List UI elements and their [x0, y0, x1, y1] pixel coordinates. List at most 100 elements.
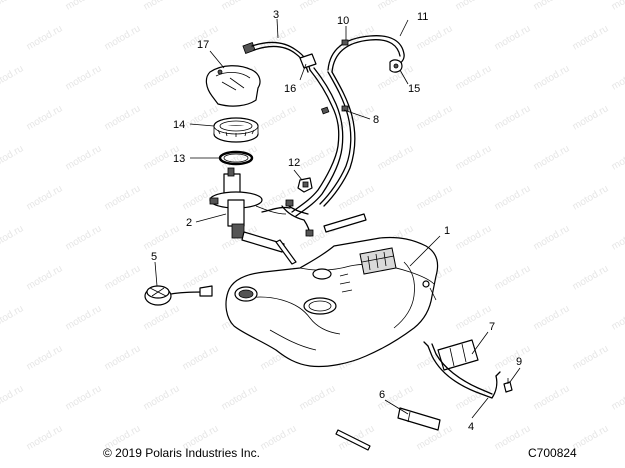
callout-9: 9	[516, 356, 522, 368]
callout-4: 4	[468, 421, 474, 433]
part-17-pump-cover	[205, 65, 261, 107]
callout-10: 10	[337, 15, 349, 27]
watermark-text: motod.ru	[103, 343, 143, 372]
watermark-text: motod.ru	[0, 63, 25, 92]
watermark-text: motod.ru	[532, 63, 572, 92]
watermark-text: motod.ru	[337, 183, 377, 212]
watermark-text: motod.ru	[220, 383, 260, 412]
figure-code: C700824	[528, 446, 577, 460]
watermark-text: motod.ru	[103, 183, 143, 212]
watermark-text: motod.ru	[376, 0, 416, 13]
watermark-text: motod.ru	[25, 23, 65, 52]
watermark-text: motod.ru	[493, 23, 533, 52]
watermark-text: motod.ru	[64, 303, 104, 332]
watermark-text: motod.ru	[493, 423, 533, 452]
part-4-strap	[423, 341, 501, 399]
watermark-text: motod.ru	[181, 343, 221, 372]
watermark-text: motod.ru	[610, 0, 625, 13]
watermark-text: motod.ru	[142, 63, 182, 92]
callout-17: 17	[197, 39, 209, 51]
callout-12: 12	[288, 157, 300, 169]
watermark-text: motod.ru	[0, 303, 25, 332]
watermark-text: motod.ru	[493, 183, 533, 212]
callout-8: 8	[373, 114, 379, 126]
watermark-text: motod.ru	[415, 23, 455, 52]
callout-14: 14	[173, 119, 185, 131]
watermark-text: motod.ru	[493, 103, 533, 132]
watermark-text: motod.ru	[142, 223, 182, 252]
watermark-text: motod.ru	[610, 223, 625, 252]
watermark-text: motod.ru	[64, 223, 104, 252]
copyright-text: © 2019 Polaris Industries Inc.	[103, 446, 260, 460]
watermark-text: motod.ru	[0, 143, 25, 172]
watermark-text: motod.ru	[571, 343, 611, 372]
watermark-text: motod.ru	[142, 303, 182, 332]
callout-6: 6	[379, 389, 385, 401]
watermark-text: motod.ru	[571, 23, 611, 52]
watermark-text: motod.ru	[493, 263, 533, 292]
watermark-text: motod.ru	[454, 383, 494, 412]
watermark-text: motod.ru	[571, 183, 611, 212]
watermark-text: motod.ru	[454, 223, 494, 252]
watermark-text: motod.ru	[0, 0, 25, 13]
watermark-text: motod.ru	[571, 103, 611, 132]
part-9-bolt	[503, 378, 513, 393]
callout-5: 5	[151, 251, 157, 263]
watermark-text: motod.ru	[298, 383, 338, 412]
part-15-clip	[389, 59, 403, 73]
watermark-text: motod.ru	[103, 103, 143, 132]
part-14-lock-ring	[213, 117, 259, 143]
tank-pads	[275, 213, 367, 265]
part-16-clamp	[299, 53, 317, 69]
watermark-text: motod.ru	[532, 0, 572, 13]
watermark-text: motod.ru	[64, 63, 104, 92]
watermark-text: motod.ru	[64, 143, 104, 172]
part-1-fuel-tank	[225, 236, 439, 368]
watermark-text: motod.ru	[454, 303, 494, 332]
part-12-connector-clip	[297, 177, 313, 193]
callout-16: 16	[284, 83, 296, 95]
watermark-text: motod.ru	[610, 383, 625, 412]
callout-15: 15	[408, 83, 420, 95]
watermark-text: motod.ru	[415, 103, 455, 132]
watermark-text: motod.ru	[220, 143, 260, 172]
watermark-text: motod.ru	[298, 0, 338, 13]
callout-11: 11	[417, 11, 428, 23]
watermark-text: motod.ru	[25, 423, 65, 452]
watermark-text: motod.ru	[25, 183, 65, 212]
watermark-text: motod.ru	[220, 0, 260, 13]
watermark-text: motod.ru	[610, 303, 625, 332]
watermark-text: motod.ru	[493, 343, 533, 372]
watermark-text: motod.ru	[532, 223, 572, 252]
watermark-text: motod.ru	[25, 343, 65, 372]
leader-lines	[154, 18, 521, 419]
watermark-text: motod.ru	[25, 263, 65, 292]
watermark-text: motod.ru	[454, 143, 494, 172]
part-8-fuel-tubes	[291, 67, 356, 217]
watermark-text: motod.ru	[610, 143, 625, 172]
watermark-text: motod.ru	[415, 183, 455, 212]
callout-3: 3	[273, 9, 279, 21]
watermark-text: motod.ru	[571, 263, 611, 292]
watermark-text: motod.ru	[454, 63, 494, 92]
callout-13: 13	[173, 153, 185, 165]
watermark-text: motod.ru	[259, 423, 299, 452]
watermark-text: motod.ru	[376, 143, 416, 172]
watermark-text: motod.ru	[103, 23, 143, 52]
pump-wiring-harness	[281, 199, 314, 237]
callout-labels: 1 2 3 4 5 6 7 8 9 10 11 12 13 14 15 16 1…	[151, 9, 522, 433]
watermark-text: motod.ru	[142, 383, 182, 412]
watermark-text: motod.ru	[142, 0, 182, 13]
watermark-text: motod.ru	[0, 223, 25, 252]
watermark-text: motod.ru	[532, 383, 572, 412]
watermark-text: motod.ru	[298, 143, 338, 172]
watermark-text: motod.ru	[25, 103, 65, 132]
watermark-text: motod.ru	[532, 143, 572, 172]
watermark-text: motod.ru	[0, 383, 25, 412]
watermark-text: motod.ru	[64, 0, 104, 13]
part-10-11-vent-line	[327, 35, 405, 73]
callout-1: 1	[444, 225, 450, 237]
callout-7: 7	[489, 321, 495, 333]
